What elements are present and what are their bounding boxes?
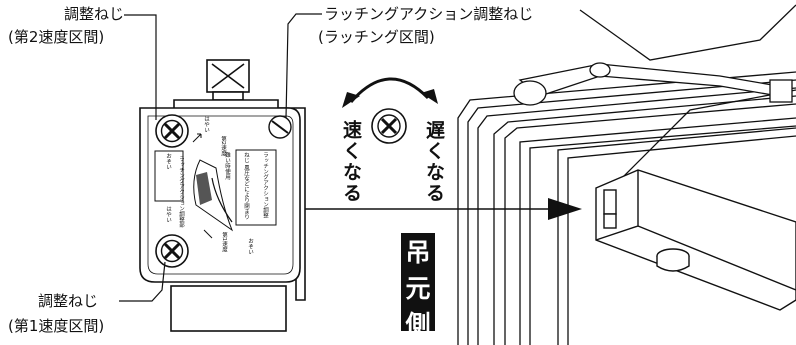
panel-second-speed: 第2速度 (220, 136, 226, 156)
panel-note: ラッチングアクション調整ねじ 風圧などにより閉まり難い時使用 (224, 152, 268, 220)
latching-section-label: (ラッチング区間) (318, 28, 435, 46)
panel-slow-bottom: おそい (247, 238, 253, 255)
mount-side-char-2: 元 (405, 274, 431, 303)
speed2-screw-label: 調整ねじ (64, 5, 125, 23)
body-stem (170, 285, 287, 332)
closer-arm (513, 62, 793, 106)
mount-side-char-1: 吊 (405, 238, 431, 267)
rotation-arc (349, 77, 430, 103)
speed2-screw-icon (155, 114, 189, 148)
pointer-arrow-icon (305, 198, 582, 220)
slower-label: 遅くなる (423, 120, 445, 204)
rotation-indicator (342, 77, 438, 144)
faster-label: 速くなる (340, 120, 362, 204)
speed1-screw-icon (155, 234, 189, 268)
counterclockwise-arrow-icon (342, 92, 360, 108)
latching-screw-label: ラッチングアクション調整ねじ (324, 5, 534, 23)
mount-side-badge: 吊 元 側 (401, 233, 435, 339)
clockwise-arrow-icon (421, 89, 438, 104)
latching-screw-icon (268, 115, 292, 139)
panel-slow-top: おそい (165, 153, 171, 170)
mount-side-char-3: 側 (405, 310, 431, 339)
speed-gauge (154, 133, 277, 239)
panel-first-speed: 第1速度 (221, 232, 227, 252)
panel-fast-top: はやい (203, 116, 209, 133)
speed1-screw-label: 調整ねじ (38, 292, 99, 310)
door-frame (457, 4, 796, 345)
panel-fast-bottom: はやい (165, 206, 171, 223)
speed1-section-label: (第1速度区間) (8, 317, 105, 335)
panel-latching-label: ラッチングアクション調整部 (178, 156, 184, 228)
leader-lines (119, 13, 322, 302)
door-closer-body (595, 169, 796, 311)
speed2-section-label: (第2速度区間) (8, 28, 105, 46)
